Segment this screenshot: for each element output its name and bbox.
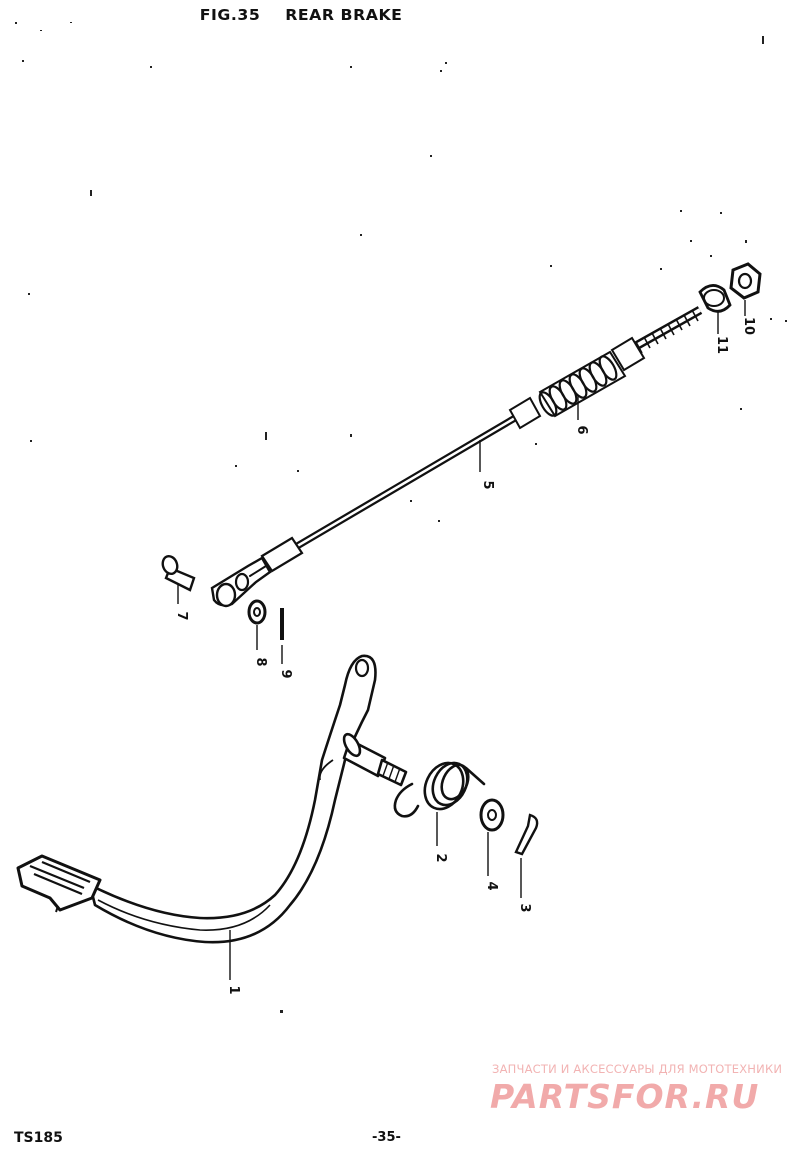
watermark-tagline: ЗАПЧАСТИ И АКСЕССУАРЫ ДЛЯ МОТОТЕХНИКИ [492,1062,783,1076]
part-label-5: 5 [480,480,495,489]
brake-rod [210,414,519,608]
leader-lines [177,300,746,980]
part-label-6: 6 [574,425,589,434]
part-label-1: 1 [226,985,241,994]
part-label-3: 3 [517,903,532,912]
page-number: -35- [372,1130,401,1145]
washer [479,798,505,832]
part-label-10: 10 [741,317,756,335]
cotter-pin [514,813,539,856]
part-label-8: 8 [253,657,268,666]
part-label-9: 9 [278,669,293,678]
figure-name: REAR BRAKE [285,6,403,24]
figure-title: FIG.35 REAR BRAKE [200,6,422,24]
part-label-11: 11 [714,336,729,354]
part-label-4: 4 [484,881,499,890]
figure-number: FIG.35 [199,6,261,24]
return-spring [393,761,486,818]
adjusting-nut [729,262,762,300]
clevis-washer [247,599,267,625]
part-labels: 1 2 3 4 5 6 7 8 9 10 11 [174,317,756,995]
part-label-7: 7 [174,611,189,620]
scan-speckles [15,22,787,1013]
model-code: TS185 [14,1130,63,1146]
rod-spring [508,336,646,430]
joint [698,284,732,313]
part-label-2: 2 [433,853,448,862]
clevis-pin [161,555,196,592]
watermark-brand: PARTSFOR.RU [490,1077,760,1116]
brake-pedal [16,654,408,944]
